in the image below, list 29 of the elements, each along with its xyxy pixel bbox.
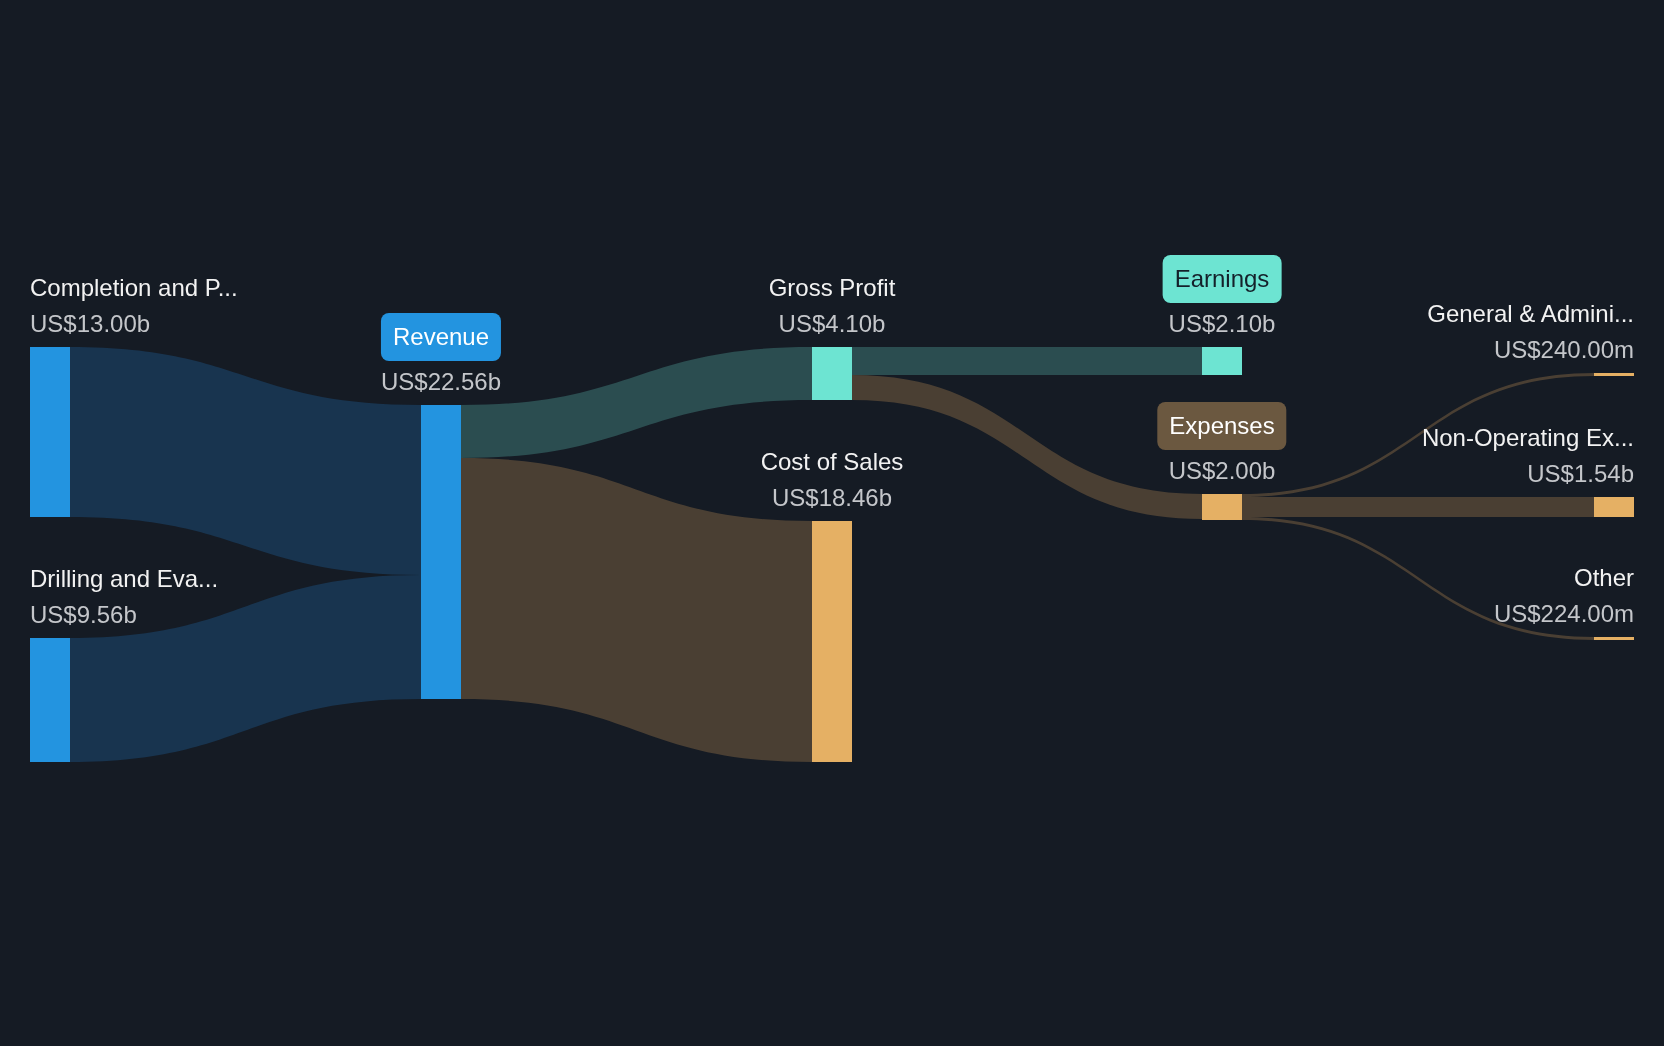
value-label: US$13.00b (30, 309, 151, 339)
flow-band (461, 458, 812, 762)
category-tag: Expenses (1157, 402, 1287, 450)
flow-band (1242, 517, 1594, 640)
value-label: US$2.10b (1168, 309, 1276, 339)
category-label: Non-Operating Ex... (1421, 423, 1634, 453)
value-label: US$1.54b (1527, 459, 1634, 489)
category-label: General & Admini... (1427, 299, 1634, 329)
category-tag: Earnings (1162, 255, 1282, 303)
flow-band (1242, 373, 1594, 497)
flow-band (1242, 497, 1594, 517)
flow-band (70, 575, 421, 762)
category-label: Completion and P... (30, 273, 238, 303)
category-label: Other (1573, 563, 1634, 593)
value-label: US$18.46b (771, 483, 893, 513)
flow-band (70, 347, 421, 575)
value-label: US$9.56b (30, 600, 137, 630)
flow-band (461, 347, 812, 458)
flow-band (852, 375, 1202, 519)
category-label: Gross Profit (768, 273, 896, 303)
category-label: Cost of Sales (760, 447, 904, 477)
value-label: US$22.56b (380, 367, 502, 397)
value-label: US$240.00m (1493, 335, 1634, 365)
category-label: Drilling and Eva... (30, 564, 219, 594)
value-label: US$2.00b (1168, 456, 1276, 486)
category-tag: Revenue (380, 313, 502, 361)
value-label: US$224.00m (1493, 599, 1634, 629)
value-label: US$4.10b (778, 309, 886, 339)
flow-band (852, 347, 1202, 375)
